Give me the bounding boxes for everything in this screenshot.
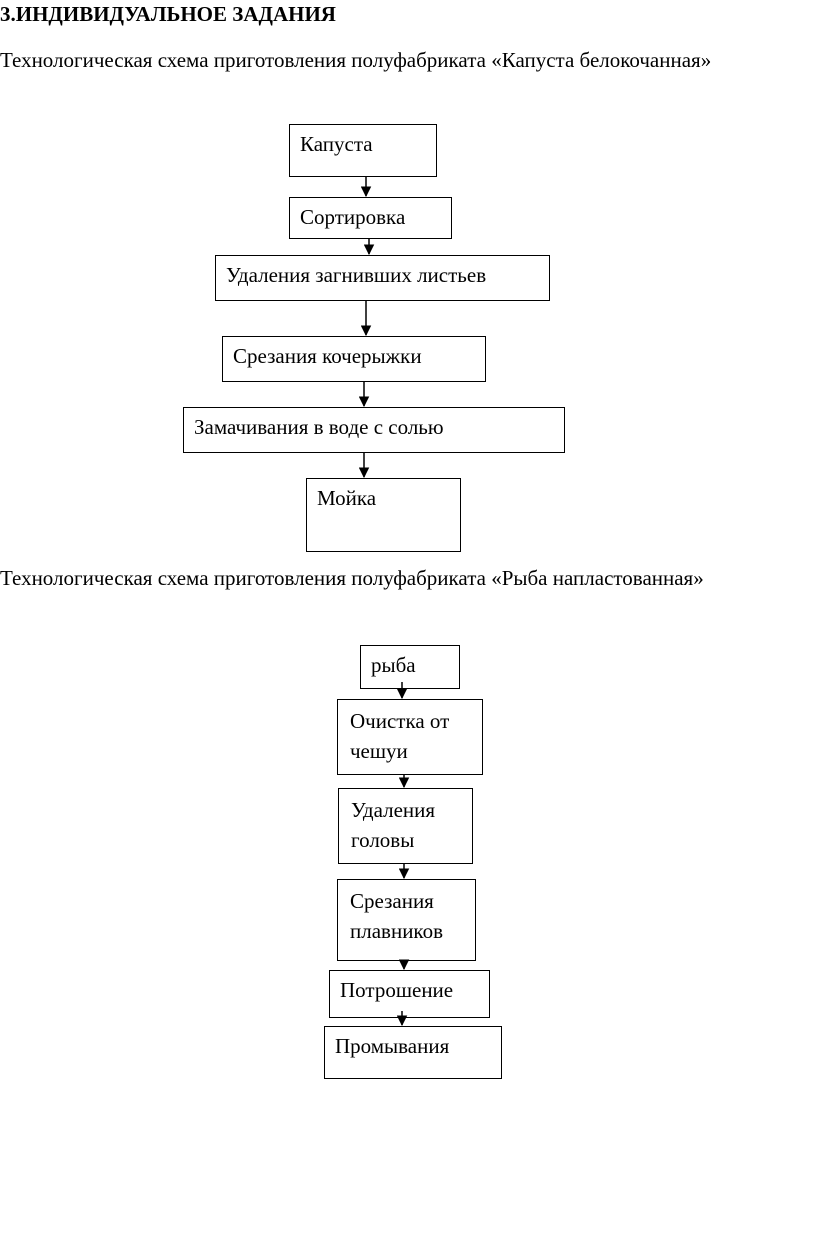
scheme2-step-gutting: Потрошение xyxy=(329,970,490,1018)
scheme2-caption: Технологическая схема приготовления полу… xyxy=(0,566,704,590)
scheme2-step-fish: рыба xyxy=(360,645,460,689)
scheme2-step-descaling: Очистка от чешуи xyxy=(337,699,483,775)
scheme1-caption: Технологическая схема приготовления полу… xyxy=(0,48,712,72)
scheme2-step-remove-head: Удаления головы xyxy=(338,788,473,864)
scheme2-step-remove-fins: Срезания плавников xyxy=(337,879,476,961)
scheme1-step-remove-rotten-leaves: Удаления загнивших листьев xyxy=(215,255,550,301)
scheme2-step-rinsing: Промывания xyxy=(324,1026,502,1079)
scheme1-step-sorting: Сортировка xyxy=(289,197,452,239)
scheme1-step-cabbage: Капуста xyxy=(289,124,437,177)
scheme1-step-soak-in-salt-water: Замачивания в воде с солью xyxy=(183,407,565,453)
scheme1-step-cut-stalk: Срезания кочерыжки xyxy=(222,336,486,382)
scheme1-step-washing: Мойка xyxy=(306,478,461,552)
section-heading: 3.ИНДИВИДУАЛЬНОЕ ЗАДАНИЯ xyxy=(0,2,336,26)
